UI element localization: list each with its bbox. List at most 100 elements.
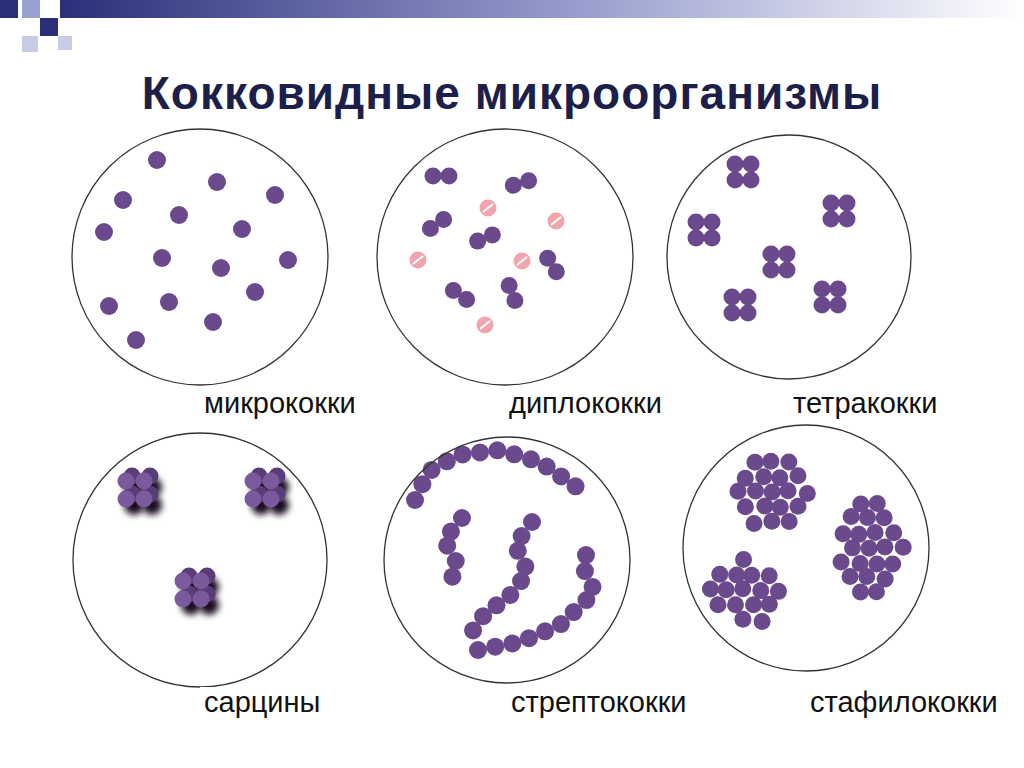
coccus-cell: [789, 467, 806, 484]
coccus-cell: [464, 621, 482, 639]
coccus-cell: [727, 156, 744, 173]
coccus-cell: [100, 297, 118, 315]
coccus-cell: [743, 156, 760, 173]
coccus-cell: [118, 473, 135, 490]
coccus-cell: [484, 226, 501, 243]
coccus-cell: [127, 331, 145, 349]
coccus-cell: [175, 573, 192, 590]
coccus-cell: [520, 172, 537, 189]
coccus-cell: [727, 172, 744, 189]
coccus-cell: [95, 223, 113, 241]
coccus-cell: [737, 498, 754, 515]
culture-field: стрептококки: [380, 433, 634, 711]
field-label: стафилококки: [806, 687, 1002, 719]
coccus-cell: [743, 172, 760, 189]
coccus-cell: [740, 289, 757, 306]
field-outline: [373, 125, 637, 389]
slide-title: Кокковидные микроорганизмы: [0, 66, 1024, 120]
coccus-cell: [734, 611, 751, 628]
coccus-cell: [781, 513, 798, 530]
field-outline: [679, 421, 933, 675]
coccus-cell: [704, 214, 721, 231]
coccus-cell: [148, 151, 166, 169]
coccus-cell: [438, 537, 456, 555]
coccus-cell: [885, 524, 902, 541]
coccus-cell: [884, 555, 901, 572]
corner-square: [40, 18, 58, 36]
coccus-cell: [724, 289, 741, 306]
coccus-cell: [688, 230, 705, 247]
coccus-cell: [263, 473, 280, 490]
coccus-cell: [895, 539, 912, 556]
cell-septum: [480, 321, 490, 329]
coccus-cell: [762, 453, 779, 470]
coccus-cell: [520, 629, 538, 647]
coccus-cell: [746, 515, 763, 532]
coccus-cell: [505, 445, 523, 463]
coccus-cell: [441, 168, 458, 185]
coccus-cell: [814, 281, 831, 298]
coccus-cell: [688, 214, 705, 231]
culture-field: сарцины: [69, 429, 331, 711]
coccus-cell: [577, 546, 595, 564]
coccus-cell: [576, 562, 594, 580]
coccus-cell: [435, 211, 452, 228]
field-circle: [73, 433, 327, 687]
coccus-cell: [839, 195, 856, 212]
coccus-cell: [756, 498, 773, 515]
coccus-cell: [718, 581, 735, 598]
coccus-cell: [506, 292, 523, 309]
coccus-cell: [447, 552, 465, 570]
corner-square: [0, 0, 18, 18]
coccus-cell: [488, 441, 506, 459]
coccus-cell: [279, 251, 297, 269]
coccus-cell: [208, 173, 226, 191]
cell-septum: [551, 217, 561, 225]
coccus-cell: [740, 305, 757, 322]
coccus-cell: [266, 186, 284, 204]
coccus-cell: [410, 252, 427, 269]
corner-square: [22, 36, 38, 52]
coccus-cell: [724, 305, 741, 322]
field-outline: [380, 433, 634, 687]
coccus-cell: [754, 613, 771, 630]
coccus-cell: [212, 259, 230, 277]
coccus-cell: [843, 508, 860, 525]
coccus-cell: [729, 483, 746, 500]
coccus-cell: [548, 213, 565, 230]
coccus-cell: [245, 473, 262, 490]
coccus-cell: [735, 551, 752, 568]
culture-field: диплококки: [373, 125, 637, 412]
field-label: сарцины: [200, 687, 324, 719]
coccus-cell: [486, 638, 504, 656]
sarcina-packet: [245, 468, 290, 516]
coccus-cell: [548, 263, 565, 280]
field-label: микрококки: [200, 388, 360, 420]
coccus-cell: [204, 313, 222, 331]
coccus-cell: [761, 596, 778, 613]
coccus-cell: [833, 553, 850, 570]
field-label: стрептококки: [507, 687, 691, 719]
coccus-cell: [702, 580, 719, 597]
coccus-cell: [830, 297, 847, 314]
field-outline: [663, 131, 915, 383]
coccus-cell: [406, 491, 424, 509]
culture-field: стафилококки: [679, 421, 933, 711]
coccus-cell: [839, 211, 856, 228]
coccus-cell: [245, 491, 262, 508]
cell-septum: [517, 257, 527, 265]
field-label: диплококки: [505, 388, 666, 420]
coccus-cell: [509, 542, 527, 560]
coccus-cell: [193, 573, 210, 590]
coccus-cell: [727, 596, 744, 613]
field-circle: [667, 135, 911, 379]
coccus-cell: [170, 206, 188, 224]
coccus-cell: [480, 200, 497, 217]
sarcina-packet: [118, 468, 163, 516]
coccus-cell: [438, 452, 456, 470]
coccus-cell: [477, 317, 494, 334]
field-outline: [69, 429, 331, 691]
coccus-cell: [746, 454, 763, 471]
coccus-cell: [745, 596, 762, 613]
coccus-cell: [779, 246, 796, 263]
